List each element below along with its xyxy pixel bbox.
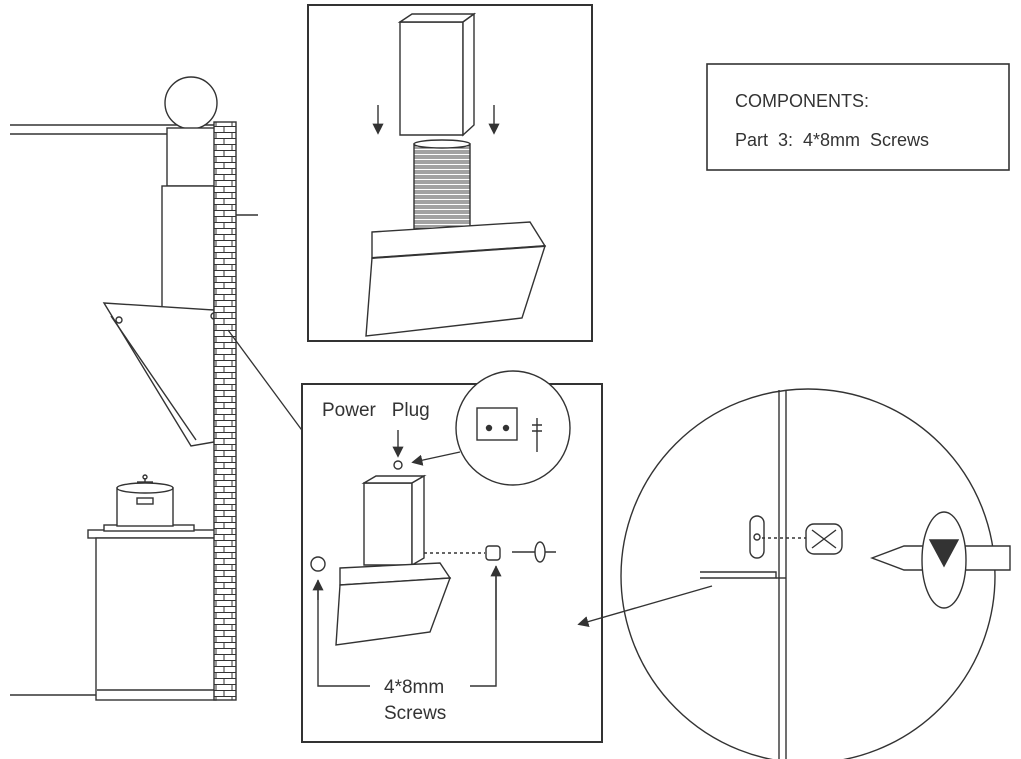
screws-label-name: Screws: [384, 703, 446, 724]
chimney-install-drawing: [365, 12, 547, 337]
wall-side-view: [10, 76, 258, 701]
screws-label-size: 4*8mm: [384, 677, 444, 698]
components-part-line: Part 3: 4*8mm Screws: [735, 130, 929, 150]
brick-wall: [213, 121, 237, 701]
components-heading: COMPONENTS:: [735, 91, 869, 111]
screw-assembly-drawing: [310, 370, 571, 687]
magnified-screw-detail: [577, 388, 1011, 759]
power-plug-label: Power Plug: [322, 400, 430, 421]
components-box: [706, 63, 1010, 171]
